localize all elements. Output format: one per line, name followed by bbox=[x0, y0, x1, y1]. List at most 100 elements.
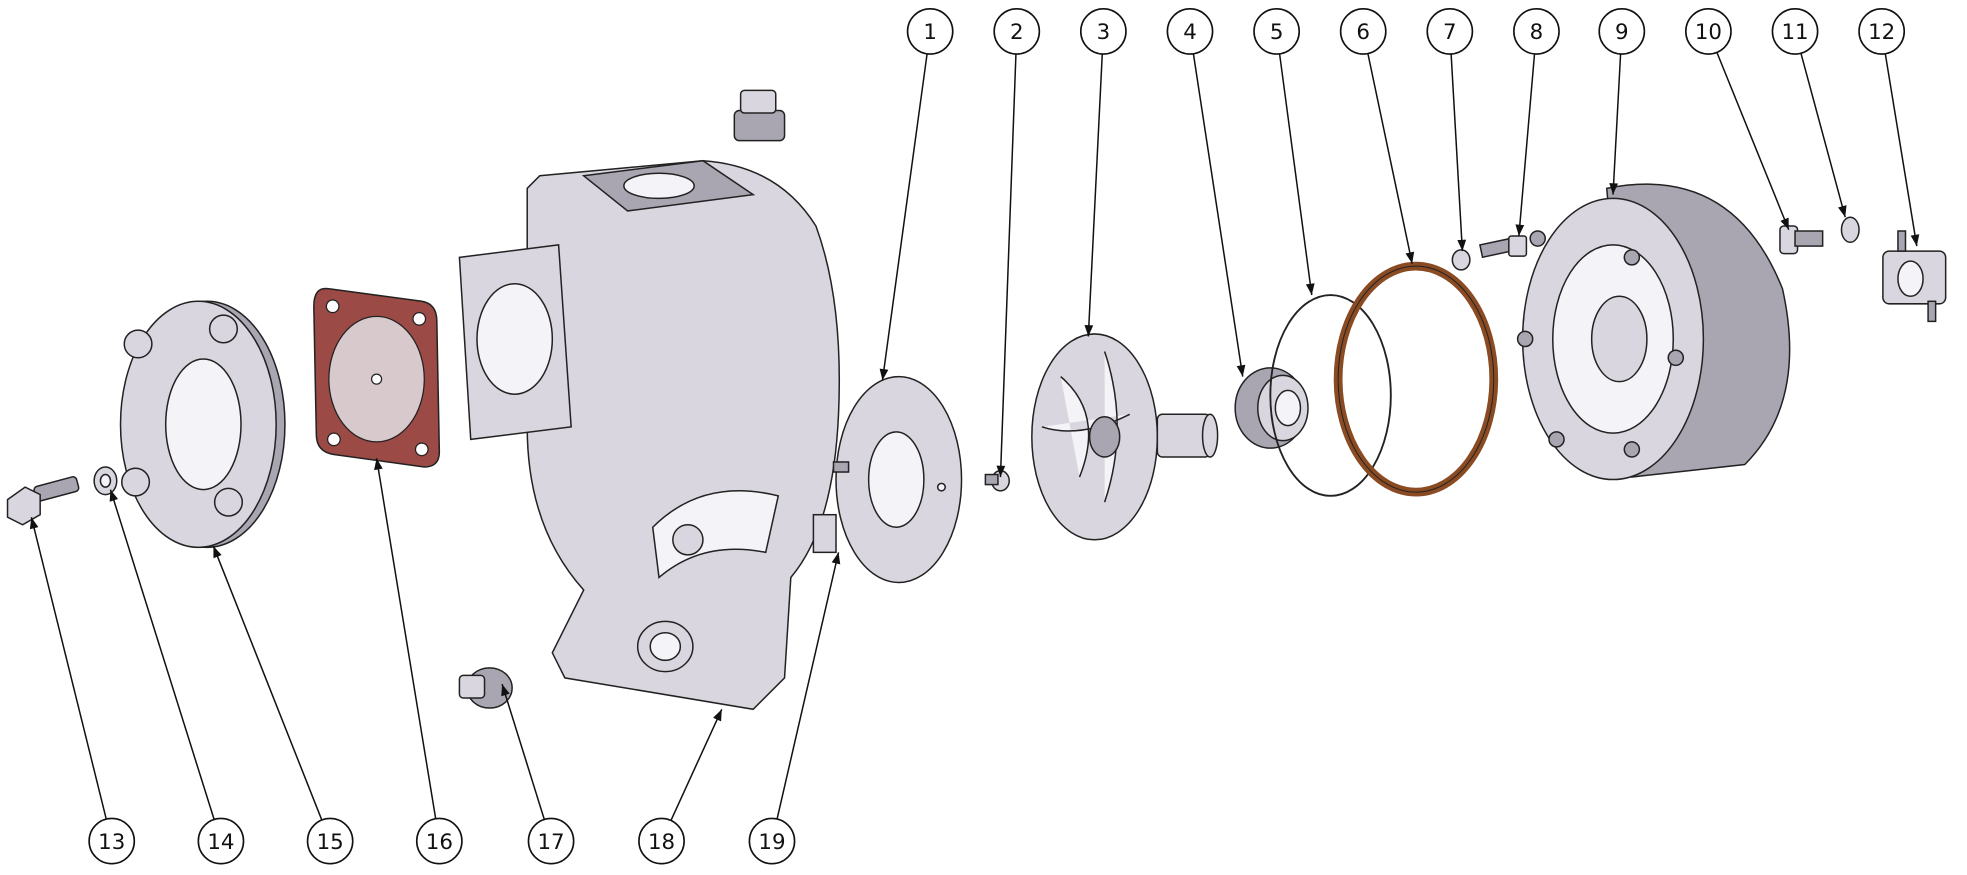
balloon-circle bbox=[1426, 8, 1474, 55]
arrowhead-icon bbox=[1405, 251, 1415, 264]
leader-line-18 bbox=[670, 708, 723, 821]
part-impeller-3 bbox=[1031, 333, 1219, 541]
arrowhead-icon bbox=[713, 709, 722, 722]
balloon-4: 4 bbox=[1166, 8, 1214, 55]
balloon-label: 16 bbox=[426, 830, 453, 855]
balloon-label: 7 bbox=[1443, 20, 1457, 45]
arrowhead-icon bbox=[501, 684, 510, 697]
part-gasket-16 bbox=[313, 287, 441, 468]
balloon-label: 1 bbox=[923, 20, 937, 45]
parts bbox=[6, 89, 1947, 711]
leader-line-9 bbox=[1612, 53, 1622, 195]
balloon-circle bbox=[638, 817, 685, 865]
balloon-label: 2 bbox=[1010, 20, 1024, 45]
leader-line-2 bbox=[999, 53, 1017, 478]
balloon-circle bbox=[1079, 8, 1127, 55]
balloon-circle bbox=[1166, 8, 1214, 55]
balloon-label: 10 bbox=[1695, 20, 1722, 45]
arrowhead-icon bbox=[1609, 183, 1619, 195]
balloon-label: 18 bbox=[648, 830, 675, 855]
balloon-circle bbox=[1685, 8, 1732, 55]
part-nameplate-19 bbox=[812, 513, 837, 554]
balloon-8: 8 bbox=[1513, 8, 1560, 55]
balloon-label: 9 bbox=[1615, 20, 1629, 45]
leader-line-3 bbox=[1087, 53, 1104, 337]
leader-line-15 bbox=[212, 545, 323, 821]
leader-line-13 bbox=[30, 517, 108, 820]
balloon-18: 18 bbox=[638, 817, 685, 865]
part-casing-18 bbox=[458, 159, 841, 711]
balloon-label: 14 bbox=[207, 830, 234, 855]
part-gasket-6 bbox=[1333, 261, 1499, 497]
balloon-label: 17 bbox=[537, 830, 564, 855]
leader-line-4 bbox=[1192, 53, 1244, 377]
leader-line-5 bbox=[1278, 53, 1313, 296]
part-adapter-9 bbox=[1516, 183, 1791, 481]
leader-line-11 bbox=[1800, 53, 1846, 218]
arrowhead-icon bbox=[1910, 234, 1920, 247]
balloon-label: 19 bbox=[758, 830, 785, 855]
balloon-circle bbox=[306, 817, 354, 865]
balloon-5: 5 bbox=[1253, 8, 1301, 55]
balloon-2: 2 bbox=[993, 8, 1041, 55]
balloon-circle bbox=[1253, 8, 1301, 55]
arrowhead-icon bbox=[213, 546, 222, 559]
part-clamp-12 bbox=[1882, 230, 1947, 323]
arrowhead-icon bbox=[1084, 324, 1094, 337]
balloon-label: 15 bbox=[317, 830, 344, 855]
balloon-circle bbox=[1339, 8, 1387, 55]
balloon-11: 11 bbox=[1771, 8, 1819, 55]
balloon-label: 6 bbox=[1356, 20, 1370, 45]
balloon-15: 15 bbox=[306, 817, 354, 865]
balloon-circle bbox=[415, 817, 463, 865]
balloon-label: 12 bbox=[1868, 20, 1895, 45]
part-plug-17 bbox=[458, 667, 513, 709]
part-oring-5 bbox=[1269, 294, 1392, 497]
balloon-circle bbox=[527, 817, 575, 865]
part-bolt-8 bbox=[1479, 235, 1528, 259]
leader-line-19 bbox=[776, 552, 840, 820]
leader-line-10 bbox=[1716, 52, 1790, 231]
balloon-17: 17 bbox=[527, 817, 575, 865]
balloon-label: 4 bbox=[1183, 20, 1197, 45]
balloon-label: 8 bbox=[1530, 20, 1544, 45]
balloon-label: 3 bbox=[1097, 20, 1111, 45]
part-flange-15 bbox=[119, 300, 286, 549]
part-bolt-10 bbox=[1779, 225, 1824, 255]
arrowhead-icon bbox=[109, 489, 119, 502]
arrowhead-icon bbox=[831, 552, 841, 565]
arrowhead-icon bbox=[1515, 224, 1525, 237]
arrowhead-icon bbox=[1838, 205, 1847, 218]
leader-line-16 bbox=[375, 458, 437, 819]
leader-line-12 bbox=[1884, 53, 1918, 247]
arrowhead-icon bbox=[879, 368, 889, 381]
arrowhead-icon bbox=[996, 465, 1006, 478]
balloon-16: 16 bbox=[415, 817, 463, 865]
balloon-circle bbox=[1598, 8, 1646, 55]
part-washer-7 bbox=[1451, 249, 1471, 271]
arrowhead-icon bbox=[374, 458, 383, 471]
balloon-7: 7 bbox=[1426, 8, 1474, 55]
part-washer-11 bbox=[1840, 216, 1860, 244]
part-screw-2 bbox=[984, 470, 1010, 492]
balloon-circle bbox=[1858, 8, 1906, 55]
part-wear-plate-1 bbox=[832, 375, 963, 584]
arrowhead-icon bbox=[1236, 364, 1246, 377]
leader-line-17 bbox=[501, 683, 546, 820]
part-bolt-13 bbox=[6, 476, 80, 526]
balloon-circle bbox=[993, 8, 1041, 55]
balloon-circle bbox=[748, 817, 796, 865]
leader-line-14 bbox=[109, 489, 215, 820]
balloon-label: 5 bbox=[1270, 20, 1284, 45]
leader-lines bbox=[29, 52, 1920, 821]
balloon-circle bbox=[88, 817, 136, 865]
arrowhead-icon bbox=[1305, 283, 1315, 296]
balloon-12: 12 bbox=[1858, 8, 1906, 55]
arrowhead-icon bbox=[1457, 239, 1467, 252]
leader-line-6 bbox=[1367, 53, 1413, 264]
balloon-circle bbox=[1513, 8, 1560, 55]
leader-line-7 bbox=[1450, 53, 1464, 252]
leader-line-8 bbox=[1518, 53, 1536, 237]
